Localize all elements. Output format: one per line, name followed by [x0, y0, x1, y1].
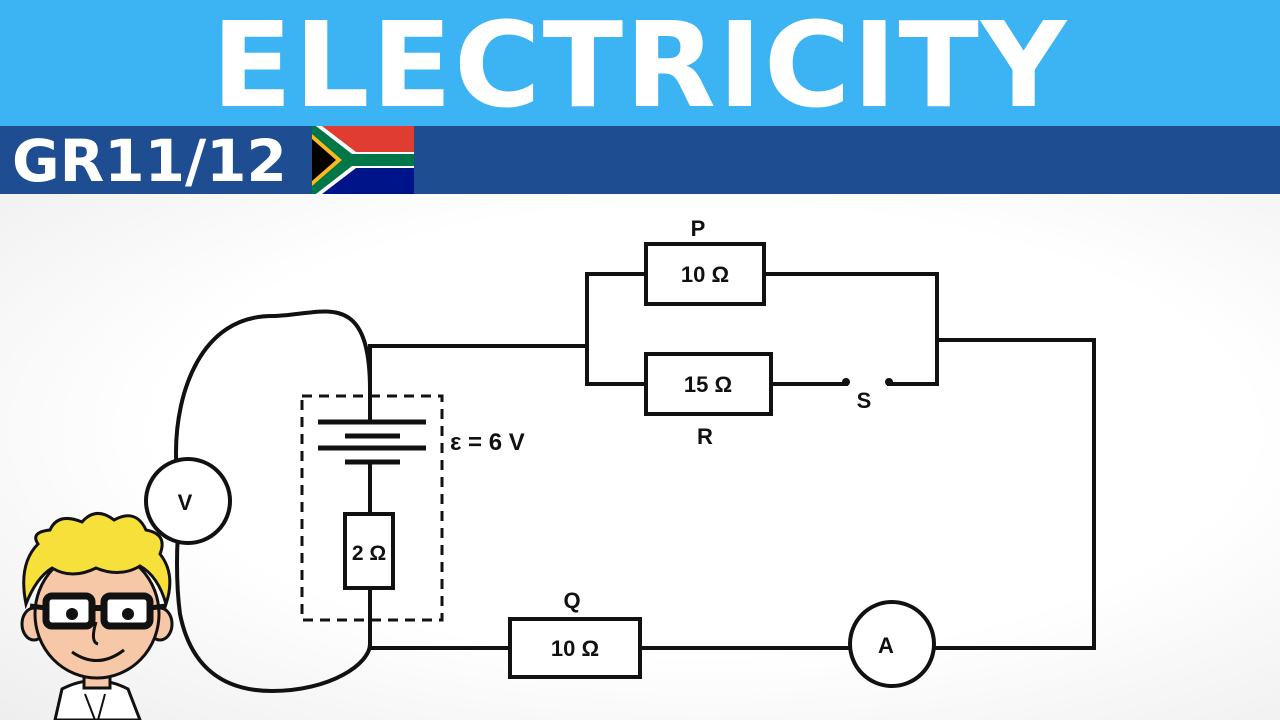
resistor-r-label: R [697, 424, 713, 449]
ammeter-label: A [878, 633, 894, 658]
voltmeter-label: V [178, 490, 193, 515]
banner-title: ELECTRICITY [211, 0, 1069, 134]
resistor-q-value: 10 Ω [551, 636, 599, 661]
internal-resistance-value: 2 Ω [352, 542, 386, 565]
switch-contact-right [885, 378, 893, 386]
resistor-q-box [508, 617, 642, 679]
internal-resistor-box [343, 512, 395, 590]
diagram-area: P 10 Ω 15 Ω R S Q 10 Ω 2 Ω ε = 6 V V A [0, 194, 1280, 720]
switch-label: S [857, 388, 872, 413]
cell-dashed-box [300, 394, 444, 622]
resistor-r-value: 15 Ω [684, 372, 732, 397]
resistor-q-label: Q [563, 588, 580, 613]
voltmeter-circle [144, 457, 232, 545]
teacher-mascot-icon [20, 512, 174, 720]
circuit-diagram: P 10 Ω 15 Ω R S Q 10 Ω 2 Ω ε = 6 V V A [144, 216, 1096, 694]
ammeter-circle [848, 600, 936, 688]
grade-label: GR11/12 [12, 127, 287, 195]
resistor-p-box [644, 242, 766, 306]
resistor-r-box [644, 352, 773, 416]
resistor-p-label: P [691, 216, 706, 241]
grade-bar: GR11/12 [0, 126, 1280, 194]
voltmeter-wire-bottom [175, 509, 373, 694]
south-africa-flag-icon [312, 126, 414, 194]
switch-contact-left [842, 378, 850, 386]
title-banner: ELECTRICITY [0, 0, 1280, 126]
resistor-p-value: 10 Ω [681, 262, 729, 287]
emf-label: ε = 6 V [450, 429, 525, 456]
